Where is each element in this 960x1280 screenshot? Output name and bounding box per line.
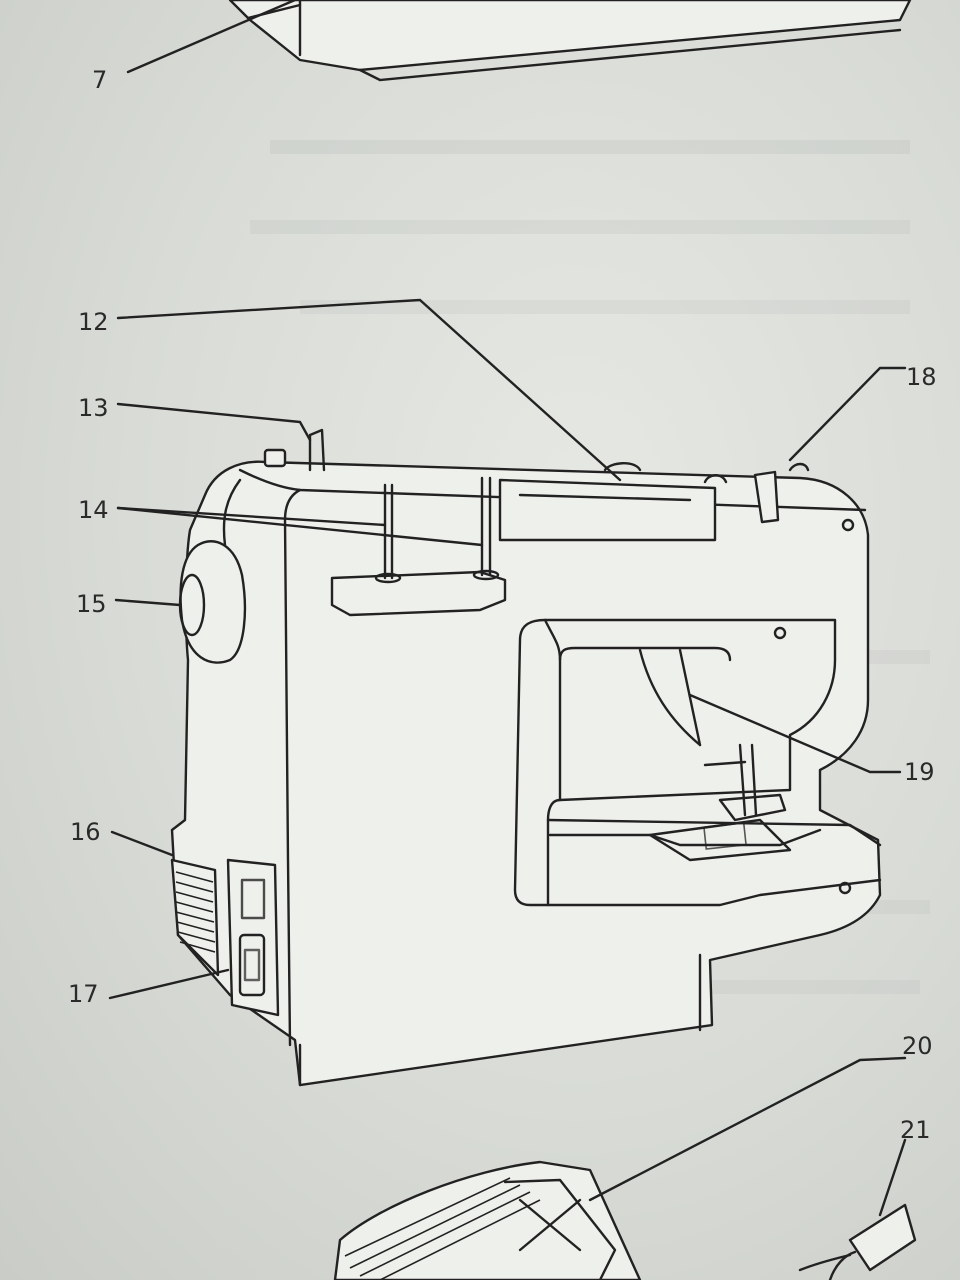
callout-13: 13 [78,394,109,422]
handwheel [178,540,247,664]
callout-12: 12 [78,308,109,336]
callout-labels: 7 12 13 14 15 16 17 18 19 20 21 [68,66,937,1144]
foot-controller [333,1160,642,1280]
thread-guide-right [753,462,810,524]
side-controls [170,858,280,1017]
callout-20: 20 [902,1032,933,1060]
top-cover [498,462,728,542]
sewing-machine-body [170,460,882,1087]
callout-14: 14 [78,496,109,524]
power-plug [798,1203,917,1280]
callout-17: 17 [68,980,99,1008]
callout-19: 19 [904,758,935,786]
callout-16: 16 [70,818,101,846]
bobbin-winder [263,428,326,472]
leader-lines [108,0,907,1217]
accessory-box-top [228,0,912,82]
callout-18: 18 [906,363,937,391]
spool-pins [330,476,507,617]
callout-15: 15 [76,590,107,618]
callout-21: 21 [900,1116,931,1144]
callout-7: 7 [92,66,107,94]
